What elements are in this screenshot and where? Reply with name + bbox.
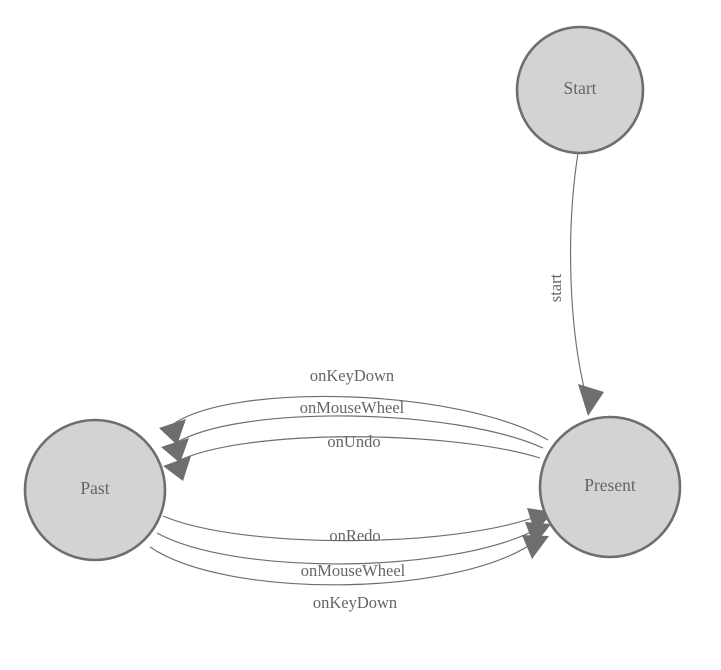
node-start-label: Start — [563, 78, 596, 98]
node-past[interactable]: Past — [23, 418, 167, 562]
edge-label-present-to-past-onmousewheel: onMouseWheel — [300, 398, 405, 417]
edge-path-start-to-present — [570, 152, 589, 405]
node-past-circle — [23, 418, 167, 562]
node-past-label: Past — [80, 478, 109, 498]
edge-past-to-present-onkeydown[interactable]: onKeyDown — [149, 535, 549, 612]
edge-present-to-past-onkeydown[interactable]: onKeyDown — [159, 366, 549, 445]
arrowhead-present-to-past-onundo — [163, 456, 191, 481]
edge-path-past-to-present-onkeydown — [149, 539, 538, 586]
node-start-circle — [515, 25, 645, 155]
edge-label-past-to-present-onmousewheel: onMouseWheel — [301, 561, 406, 580]
edge-present-to-past-onundo[interactable]: onUndo — [163, 432, 541, 481]
edge-path-present-to-past-onundo — [175, 436, 541, 463]
edge-past-to-present-onredo[interactable]: onRedo — [162, 508, 553, 545]
node-present[interactable]: Present — [538, 415, 682, 559]
edge-path-past-to-present-onmousewheel — [156, 527, 540, 565]
arrowhead-past-to-present-onmousewheel — [525, 522, 551, 546]
edge-label-past-to-present-onkeydown: onKeyDown — [313, 593, 397, 612]
arrowhead-past-to-present-onkeydown — [522, 535, 549, 559]
edge-path-present-to-past-onmousewheel — [173, 415, 544, 449]
arrowhead-present-to-past-onkeydown — [159, 419, 186, 445]
edge-label-present-to-past-onundo: onUndo — [327, 432, 380, 451]
edge-label-present-to-past-onkeydown: onKeyDown — [310, 366, 394, 385]
edge-present-to-past-onmousewheel[interactable]: onMouseWheel — [161, 398, 544, 463]
edge-label-start: start — [546, 273, 565, 302]
edge-label-past-to-present-onredo: onRedo — [329, 526, 380, 545]
edge-past-to-present-onmousewheel[interactable]: onMouseWheel — [156, 522, 551, 580]
edge-path-past-to-present-onredo — [162, 514, 542, 542]
node-present-label: Present — [584, 475, 636, 495]
edge-start-to-present[interactable]: start — [546, 152, 604, 416]
edge-path-present-to-past-onkeydown — [171, 395, 549, 441]
node-present-circle — [538, 415, 682, 559]
arrowhead-present-to-past-onmousewheel — [161, 438, 189, 463]
node-start[interactable]: Start — [515, 25, 645, 155]
arrowhead-start-to-present — [578, 384, 604, 416]
